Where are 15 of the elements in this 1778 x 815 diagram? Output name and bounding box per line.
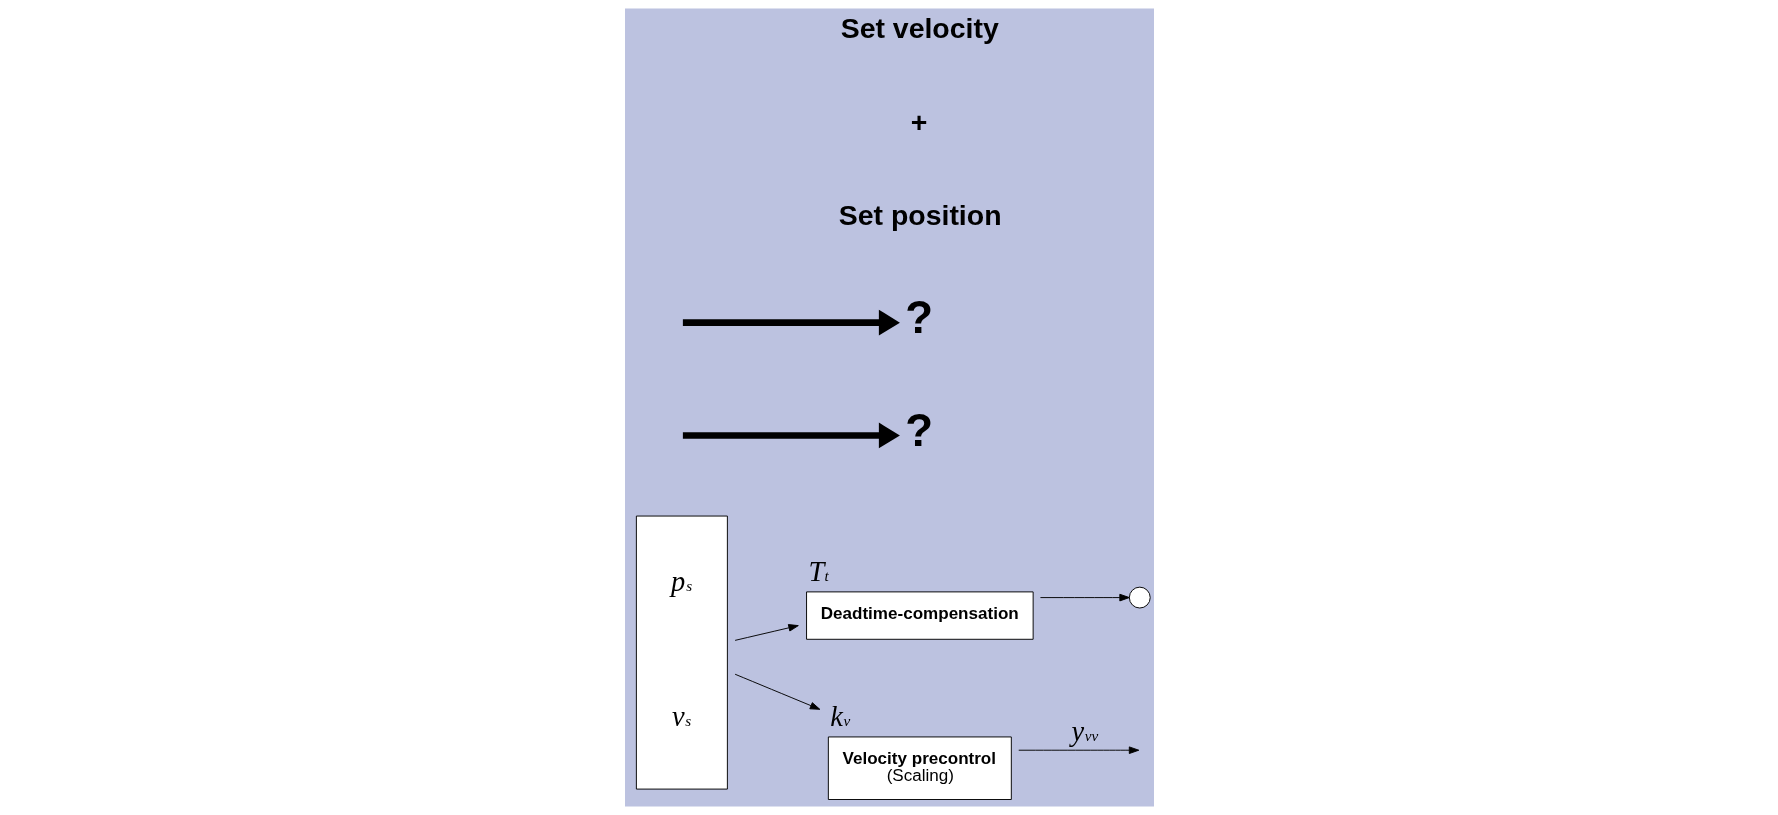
arrow [734,624,799,641]
arrow [1017,746,1139,754]
edge-label: yvv [1071,715,1098,747]
label: + [910,105,927,138]
node-label: kv [829,700,850,732]
node-text: ? [904,291,933,343]
arrow [1039,593,1130,602]
arrow [734,673,820,710]
node-circle [1128,586,1151,609]
arrow [682,422,900,449]
node-text: ? [904,404,933,456]
label: Set velocity [840,11,999,44]
arrow [682,309,900,336]
node-label: Tt [807,555,829,587]
label: Set position [838,199,1002,232]
